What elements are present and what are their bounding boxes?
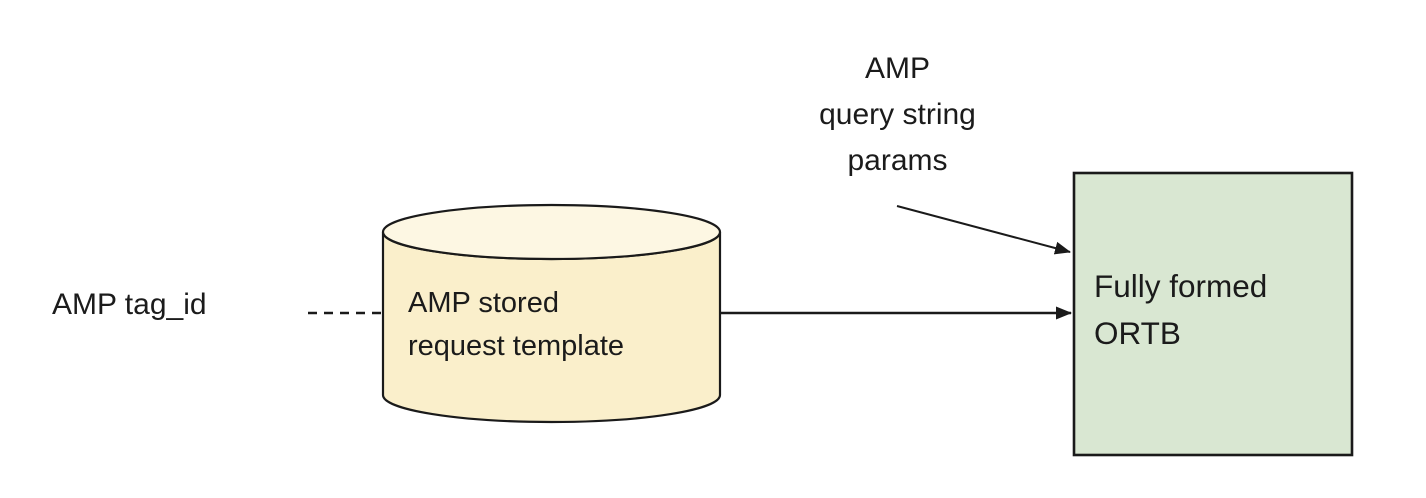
ortb-output-label: Fully formed ORTB xyxy=(1094,268,1268,351)
amp-query-string-params-label: AMP query string params xyxy=(819,52,976,177)
datastore-cylinder-top xyxy=(381,203,722,261)
connector-queryparams-to-ortb xyxy=(896,205,1071,255)
amp-tag-id-label: AMP tag_id xyxy=(52,288,207,321)
ortb-output-box xyxy=(1072,171,1354,457)
datastore-label: AMP stored request template xyxy=(408,287,625,362)
